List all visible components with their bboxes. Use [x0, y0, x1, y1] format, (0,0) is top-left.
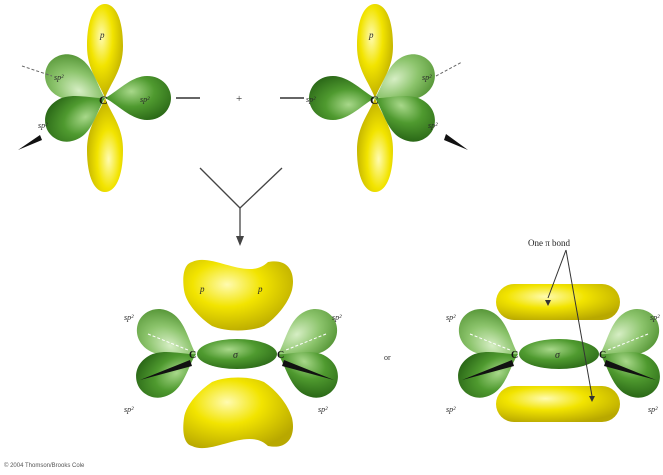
sp2-label: sp²	[124, 313, 134, 322]
wedge-bond	[444, 134, 468, 150]
plus-sign: +	[236, 93, 242, 105]
pi-bond-lower-lobe	[496, 386, 620, 422]
combine-arrow	[200, 168, 282, 238]
carbon-symbol: C	[370, 93, 379, 107]
carbon-symbol: C	[277, 350, 284, 361]
sp2-label: sp²	[124, 405, 134, 414]
pi-bond-label: One π bond	[528, 238, 571, 248]
copyright-credit: © 2004 Thomson/Brooks Cole	[4, 463, 84, 469]
sp2-label: sp²	[422, 73, 432, 82]
arrow-head	[236, 236, 244, 246]
sp2-label: sp²	[140, 95, 150, 104]
carbon-symbol: C	[511, 350, 518, 361]
bond-axis-dashed	[436, 62, 462, 76]
pi-bond-upper-lobe	[496, 284, 620, 320]
p-label: p	[99, 30, 105, 40]
sp2-label: sp²	[318, 405, 328, 414]
sp2-orbital-right-lobe	[105, 76, 171, 120]
sp2-label: sp²	[306, 95, 316, 104]
carbon-symbol: C	[599, 350, 606, 361]
carbon-symbol: C	[99, 93, 108, 107]
ethylene-pi-bond-view: One π bond sp² sp² sp² sp² σ C C	[446, 238, 663, 422]
p-orbital-upper-overlap	[183, 260, 293, 331]
sp2-label: sp²	[650, 313, 660, 322]
or-label: or	[384, 353, 391, 362]
carbon-symbol: C	[189, 350, 196, 361]
sp2-label: sp²	[38, 121, 48, 130]
ethylene-p-orbital-view: p p sp² sp² sp² sp² σ C C	[124, 260, 346, 448]
p-label: p	[257, 284, 263, 294]
wedge-bond	[18, 135, 42, 150]
p-label: p	[368, 30, 374, 40]
sp2-label: sp²	[446, 405, 456, 414]
sp2-orbital-left-lobe	[309, 76, 375, 120]
p-label: p	[199, 284, 205, 294]
top-left-carbon: p sp² sp² sp² C	[18, 4, 200, 192]
sp2-label: sp²	[446, 313, 456, 322]
p-orbital-lower-overlap	[183, 378, 293, 449]
top-right-carbon: p sp² sp² sp² C	[280, 4, 468, 192]
sp2-label: sp²	[332, 313, 342, 322]
pi-bond-callout-line	[566, 250, 592, 396]
sp2-label: sp²	[428, 121, 438, 130]
sp2-label: sp²	[54, 73, 64, 82]
sp2-label: sp²	[648, 405, 658, 414]
